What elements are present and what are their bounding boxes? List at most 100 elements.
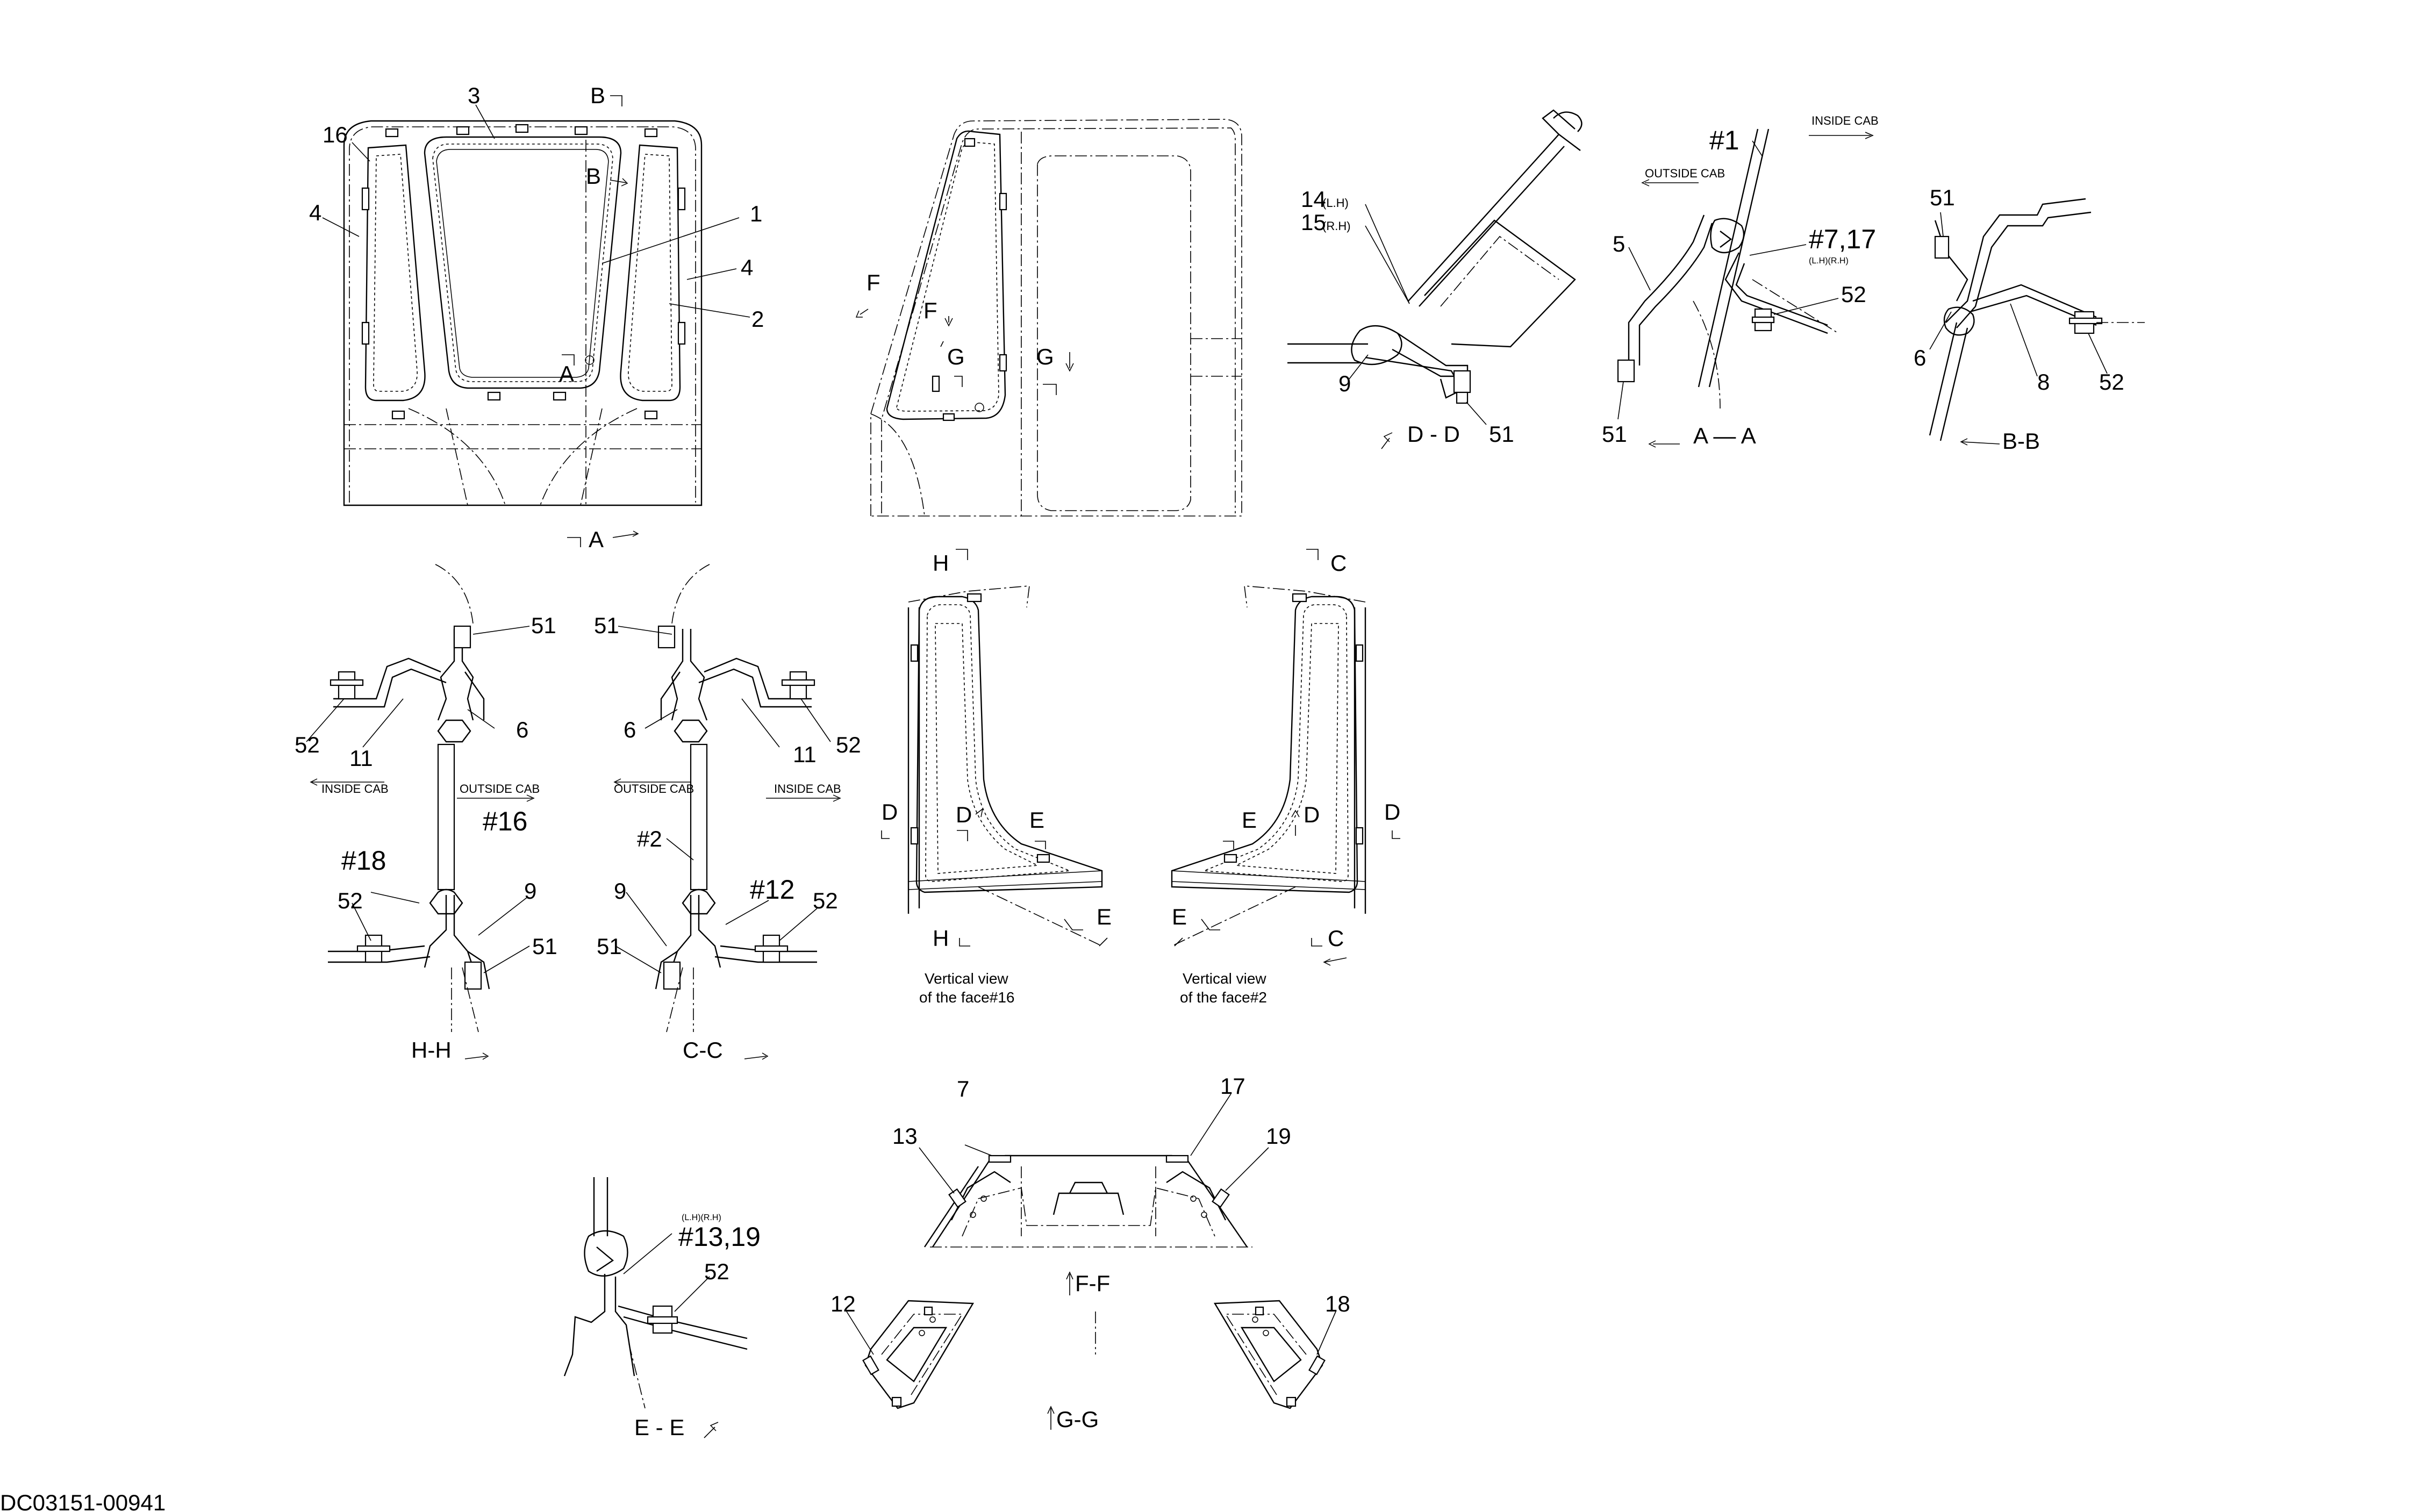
callout-51-dd: 51	[1489, 421, 1514, 447]
callout-h1: #1	[1709, 125, 1739, 155]
section-mark-e-outer2: E	[1172, 904, 1187, 929]
callout-15-rh: (R.H)	[1322, 219, 1351, 233]
callout-h16: #16	[483, 806, 527, 836]
side-view: F F G G	[855, 119, 1242, 517]
callout-9-cc: 9	[614, 878, 626, 904]
vertical-view-face16: H D D E E H Vertical view of the face#16	[881, 549, 1112, 1006]
section-mark-g-left: G	[947, 344, 965, 369]
callout-h7-17: #7,17	[1809, 224, 1876, 254]
callout-12: 12	[830, 1291, 856, 1316]
front-view: 16 4 3 1 4 2 B B A A	[309, 83, 764, 552]
section-ff: 7 13 17 19 F-F	[892, 1073, 1291, 1355]
callout-13: 13	[892, 1123, 918, 1149]
callout-h13-19: #13,19	[678, 1222, 761, 1252]
callout-h2: #2	[637, 826, 662, 851]
section-title-dd: D - D	[1407, 421, 1460, 447]
section-title-aa: A — A	[1693, 423, 1756, 448]
callout-51-cc-bottom: 51	[597, 934, 622, 959]
outside-cab-aa: OUTSIDE CAB	[1645, 167, 1725, 180]
section-mark-c-top: C	[1330, 550, 1347, 576]
callout-51-hh-bottom: 51	[532, 934, 557, 959]
callout-52-cc-top: 52	[836, 732, 861, 757]
callout-7: 7	[957, 1076, 969, 1101]
section-mark-b: B	[586, 163, 601, 189]
callout-19: 19	[1266, 1123, 1291, 1149]
callout-16: 16	[323, 122, 348, 147]
section-mark-g-right: G	[1036, 344, 1054, 369]
caption-face16-line1: Vertical view	[925, 970, 1008, 987]
callout-6-hh: 6	[516, 717, 528, 742]
caption-face2-line2: of the face#2	[1180, 989, 1267, 1006]
section-cc: 51 52 11 6 OUTSIDE CAB INSIDE CAB #2 9 #…	[594, 564, 861, 1063]
section-mark-a-top: A	[559, 361, 574, 386]
callout-52-cc-bottom: 52	[813, 888, 838, 913]
callout-2: 2	[751, 306, 764, 332]
callout-9-dd: 9	[1338, 371, 1351, 396]
section-mark-c-bottom: C	[1328, 926, 1344, 951]
callout-11-cc: 11	[793, 742, 817, 767]
section-title-ee: E - E	[634, 1415, 684, 1440]
section-hh: 51 52 11 6 INSIDE CAB OUTSIDE CAB #16 #1…	[295, 564, 557, 1063]
section-mark-e-inner16: E	[1029, 807, 1044, 833]
section-mark-f-left: F	[867, 270, 880, 295]
section-mark-a-bottom: A	[589, 527, 604, 552]
callout-h18: #18	[341, 845, 386, 876]
callout-15: 15	[1301, 210, 1326, 235]
callout-4-left: 4	[309, 200, 321, 225]
callout-8: 8	[2037, 369, 2050, 395]
section-mark-d-left16: D	[882, 799, 898, 825]
callout-52-ee: 52	[704, 1259, 729, 1284]
callout-h13-19-side: (L.H)(R.H)	[682, 1213, 721, 1222]
callout-5: 5	[1613, 231, 1625, 256]
callout-1: 1	[750, 201, 762, 226]
callout-51-bb: 51	[1930, 185, 1955, 210]
callout-6-cc: 6	[624, 717, 636, 742]
section-mark-d-inner2: D	[1304, 802, 1320, 827]
drawing-id: DC03151-00941	[0, 1490, 166, 1512]
section-title-ff: F-F	[1075, 1271, 1110, 1296]
callout-52-hh-bottom: 52	[338, 888, 363, 913]
callout-17: 17	[1220, 1073, 1245, 1099]
callout-51-cc-top: 51	[594, 613, 619, 638]
callout-3: 3	[468, 83, 480, 108]
section-mark-f: F	[923, 298, 937, 323]
callout-11-hh: 11	[349, 746, 373, 771]
section-mark-e-outer16: E	[1097, 904, 1112, 929]
section-title-hh: H-H	[411, 1037, 452, 1063]
callout-14: 14	[1301, 187, 1326, 212]
inside-cab-aa: INSIDE CAB	[1811, 114, 1879, 127]
section-title-gg: G-G	[1056, 1407, 1099, 1432]
outside-cab-cc: OUTSIDE CAB	[614, 782, 694, 796]
callout-h7-17-side: (L.H)(R.H)	[1809, 256, 1849, 266]
callout-51-hh-top: 51	[531, 613, 556, 638]
callout-9-hh: 9	[524, 878, 536, 904]
section-mark-d-right2: D	[1384, 799, 1400, 825]
section-bb: 51 6 8 52 B-B	[1914, 185, 2145, 454]
section-aa: #1 OUTSIDE CAB INSIDE CAB #7,17 (L.H)(R.…	[1602, 114, 1879, 448]
caption-face2-line1: Vertical view	[1183, 970, 1266, 987]
inside-cab-hh: INSIDE CAB	[321, 782, 389, 796]
callout-18: 18	[1325, 1291, 1350, 1316]
callout-52-bb: 52	[2099, 369, 2124, 395]
section-gg: 12 18 G-G	[830, 1291, 1350, 1432]
inside-cab-cc: INSIDE CAB	[774, 782, 841, 796]
section-mark-h-bottom: H	[933, 926, 949, 951]
section-mark-b-top: B	[590, 83, 605, 108]
section-dd: 14 (L.H) 15 (R.H) 9 51 D - D	[1287, 109, 1583, 449]
section-mark-d-inner16: D	[956, 802, 972, 827]
vertical-view-face2: C D D E E C Vertical view of the face#2	[1171, 549, 1400, 1006]
callout-4-right: 4	[741, 255, 753, 280]
section-mark-h-top: H	[933, 550, 949, 576]
section-ee: (L.H)(R.H) #13,19 52 E - E	[563, 1177, 761, 1440]
callout-6-bb: 6	[1914, 345, 1926, 370]
callout-14-lh: (L.H)	[1322, 196, 1349, 210]
outside-cab-hh: OUTSIDE CAB	[460, 782, 540, 796]
section-title-cc: C-C	[683, 1037, 723, 1063]
callout-51-aa: 51	[1602, 421, 1627, 447]
callout-h12: #12	[750, 875, 794, 905]
caption-face16-line2: of the face#16	[919, 989, 1014, 1006]
section-mark-e-inner2: E	[1242, 807, 1257, 833]
section-title-bb: B-B	[2002, 428, 2040, 454]
callout-52-aa: 52	[1841, 282, 1866, 307]
